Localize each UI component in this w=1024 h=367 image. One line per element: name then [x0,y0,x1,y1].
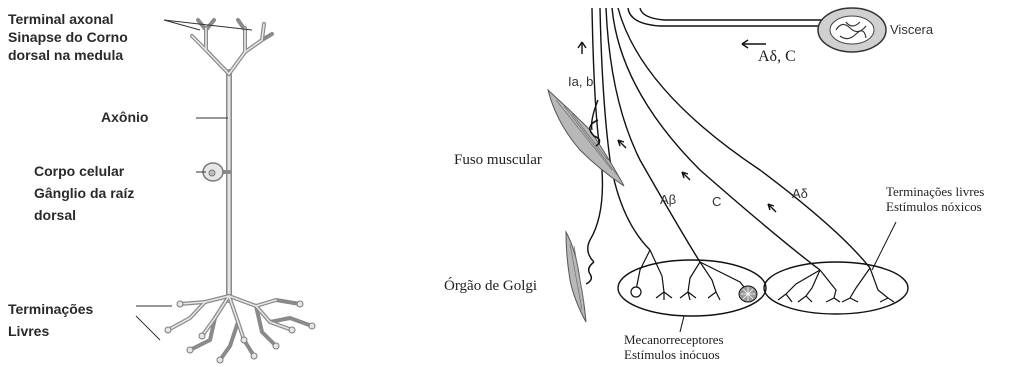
golgi-organ-shape [566,232,594,322]
viscera-label: Viscera [890,22,933,37]
mechanoreceptors-line-2: Estímulos inócuos [624,347,724,362]
a-beta-label: Aβ [660,192,676,207]
visceral-fiber [628,8,830,48]
terminal-label-line-1: Terminal axonal [8,10,128,28]
viscera-organ [818,8,886,52]
free-endings-label-right: Terminações livres Estímulos nóxicos [886,184,984,214]
cell-body-line-1: Corpo celular [34,162,134,180]
free-endings-group-ellipse [764,262,908,314]
neuron-illustration [165,20,315,363]
axon-label: Axônio [101,108,148,126]
golgi-organ-label: Órgão de Golgi [444,278,537,295]
ia-b-label: Ia, b [568,74,593,89]
mechanoreceptors-line-1: Mecanorreceptores [624,332,724,347]
mechanoreceptors-label: Mecanorreceptores Estímulos inócuos [624,332,724,362]
free-endings-label-left: Terminações Livres [8,300,93,340]
cell-body-line-2: Gânglio da raíz [34,184,134,202]
c-fiber-label: C [712,194,721,209]
terminal-axonal-label: Terminal axonal Sinapse do Corno dorsal … [8,10,128,64]
mechanoreceptor-branches [636,250,748,300]
free-endings-branches [778,268,894,302]
terminal-label-line-3: dorsal na medula [8,46,128,64]
muscle-spindle-label: Fuso muscular [454,152,542,169]
terminal-label-line-2: Sinapse do Corno [8,28,128,46]
cell-body-line-3: dorsal [34,206,134,224]
fiber-bundle [578,8,870,270]
cell-body-label: Corpo celular Gânglio da raíz dorsal [34,162,134,224]
free-endings-left-line-2: Livres [8,322,93,340]
muscle-spindle-shape [548,90,624,186]
free-endings-right-line-1: Terminações livres [886,184,984,199]
free-endings-right-line-2: Estímulos nóxicos [886,199,984,214]
free-endings-left-line-1: Terminações [8,300,93,318]
a-delta-label: Aδ [792,186,808,201]
receptor-organs [631,286,757,302]
visceral-fibers-label: Aδ, C [758,48,796,65]
